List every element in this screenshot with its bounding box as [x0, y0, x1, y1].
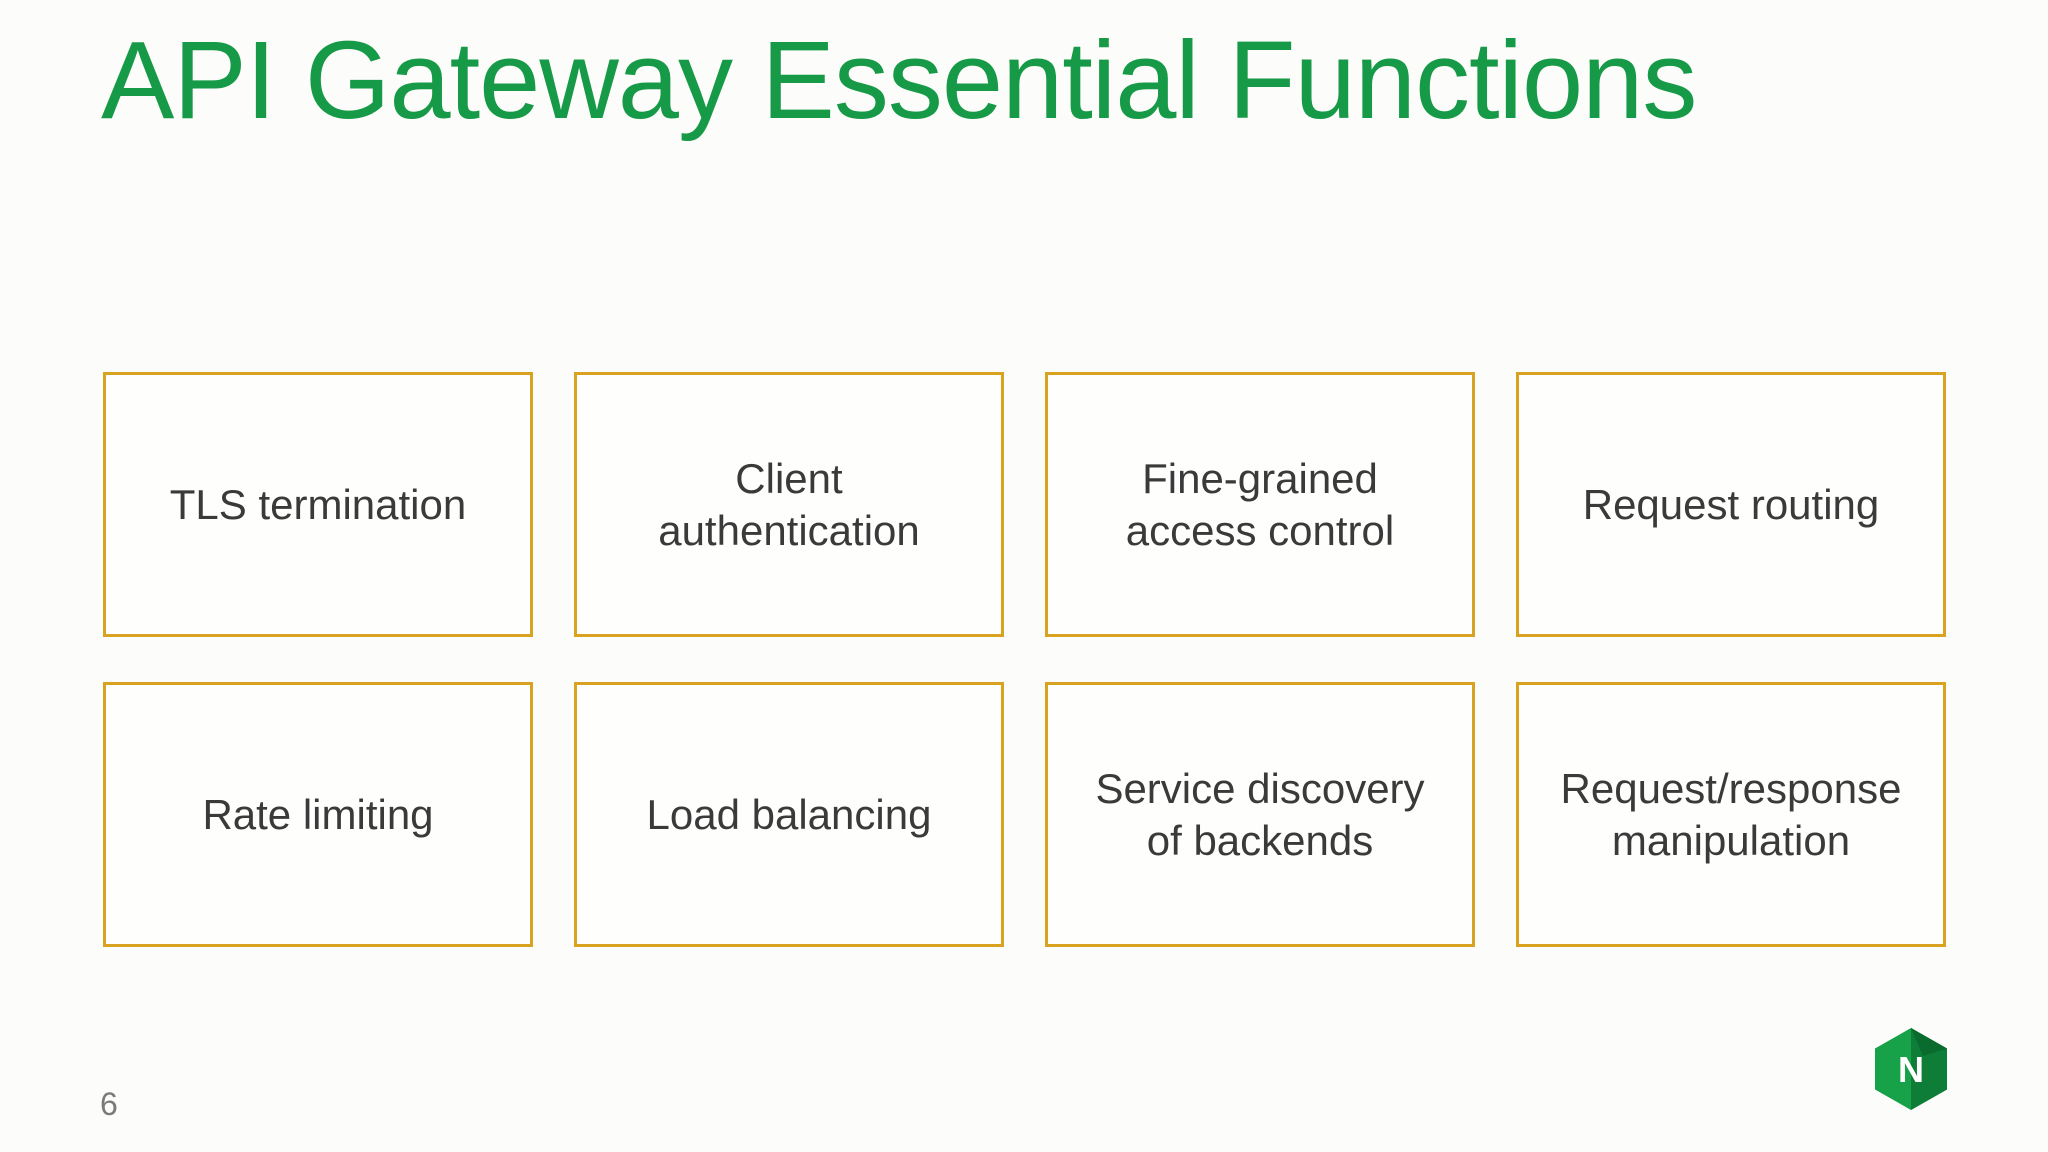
function-box-load-balancing: Load balancing	[574, 682, 1004, 947]
function-box-label: TLS termination	[169, 480, 467, 528]
function-box-request-response-manipulation: Request/response manipulation	[1516, 682, 1946, 947]
function-box-label: Request routing	[1582, 480, 1880, 528]
nginx-cube-top-edge	[1911, 1028, 1947, 1056]
function-box-label: Rate limiting	[202, 790, 434, 838]
function-box-label: Load balancing	[646, 790, 932, 838]
function-box-label: Fine-grained access control	[1125, 455, 1395, 554]
function-box-tls-termination: TLS termination	[103, 372, 533, 637]
function-box-label: Service discovery of backends	[1095, 765, 1425, 864]
function-box-label: Request/response manipulation	[1560, 765, 1902, 864]
function-box-label: Client authentication	[658, 455, 920, 554]
page-number: 6	[100, 1086, 118, 1122]
function-box-request-routing: Request routing	[1516, 372, 1946, 637]
function-box-client-authentication: Client authentication	[574, 372, 1004, 637]
nginx-cube-icon: N	[1875, 1028, 1947, 1110]
nginx-logo-letter: N	[1898, 1049, 1924, 1090]
nginx-logo-icon: N	[1875, 1028, 1947, 1110]
page-title: API Gateway Essential Functions	[101, 19, 1697, 142]
function-box-service-discovery: Service discovery of backends	[1045, 682, 1475, 947]
functions-grid: TLS termination Client authentication Fi…	[103, 372, 1946, 947]
function-box-rate-limiting: Rate limiting	[103, 682, 533, 947]
function-box-fine-grained-access-control: Fine-grained access control	[1045, 372, 1475, 637]
